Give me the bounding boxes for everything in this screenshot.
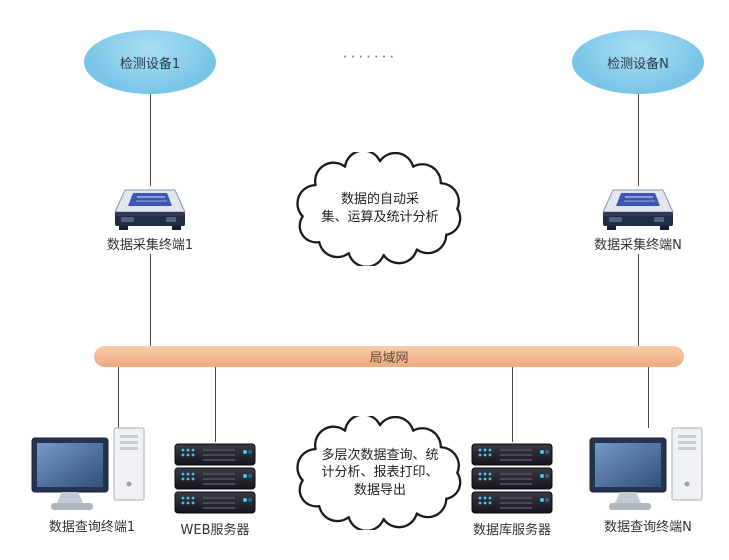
collector-terminal-n-graphic <box>595 182 681 234</box>
lan-bus: 局域网 <box>94 346 684 367</box>
query-terminal-1-graphic <box>30 424 154 516</box>
collector-device-icon <box>114 189 186 230</box>
web-server-label: WEB服务器 <box>180 523 250 538</box>
detect-device-n-label: 检测设备N <box>607 56 669 72</box>
cloud-top-line-1: 数据的自动采 <box>340 192 419 208</box>
connector-deviceN-terminalN <box>638 94 639 186</box>
collector-terminal-1-graphic <box>107 182 193 234</box>
detect-device-1-label: 检测设备1 <box>119 56 181 72</box>
connector-lan-queryN <box>648 366 649 428</box>
db-server-label: 数据库服务器 <box>472 523 551 538</box>
cloud-query-report: 多层次数据查询、统 计分析、报表打印、 数据导出 <box>288 416 472 530</box>
cloud-shape <box>296 152 462 266</box>
connector-device1-terminal1 <box>150 94 151 186</box>
cloud-shape <box>296 416 462 530</box>
cloud-auto-analysis: 数据的自动采 集、运算及统计分析 <box>288 152 472 266</box>
collector-terminal-n-label: 数据采集终端N <box>594 238 682 253</box>
connector-terminalN-lan <box>638 254 639 348</box>
cloud-top-line-2: 集、运算及统计分析 <box>321 210 439 225</box>
connector-terminal1-lan <box>150 254 151 348</box>
collector-device-icon <box>602 189 674 230</box>
collector-terminal-1-label: 数据采集终端1 <box>106 238 194 253</box>
cloud-bottom-line-2: 计分析、报表打印、 <box>321 465 439 481</box>
desktop-computer-icon <box>31 427 145 510</box>
query-terminal-1-label: 数据查询终端1 <box>48 520 136 535</box>
cloud-bottom-line-1: 多层次数据查询、统 <box>321 447 439 463</box>
cloud-auto-analysis-text: 数据的自动采 集、运算及统计分析 <box>288 152 472 266</box>
server-rack-icon <box>174 443 256 514</box>
db-server-graphic <box>468 440 556 518</box>
query-terminal-n-label: 数据查询终端N <box>604 520 692 535</box>
query-terminal-n-graphic <box>588 424 712 516</box>
node-detect-device-n: 检测设备N <box>572 30 704 94</box>
connector-lan-web <box>215 366 216 442</box>
desktop-computer-icon <box>589 427 703 510</box>
server-rack-icon <box>471 443 553 514</box>
cloud-bottom-line-3: 数据导出 <box>353 482 406 498</box>
ellipsis-dots: ······· <box>342 48 398 66</box>
cloud-query-report-text: 多层次数据查询、统 计分析、报表打印、 数据导出 <box>288 416 472 530</box>
connector-lan-query1 <box>118 366 119 428</box>
web-server-graphic <box>171 440 259 518</box>
connector-lan-db <box>512 366 513 442</box>
lan-label: 局域网 <box>369 351 409 366</box>
node-detect-device-1: 检测设备1 <box>84 30 216 94</box>
